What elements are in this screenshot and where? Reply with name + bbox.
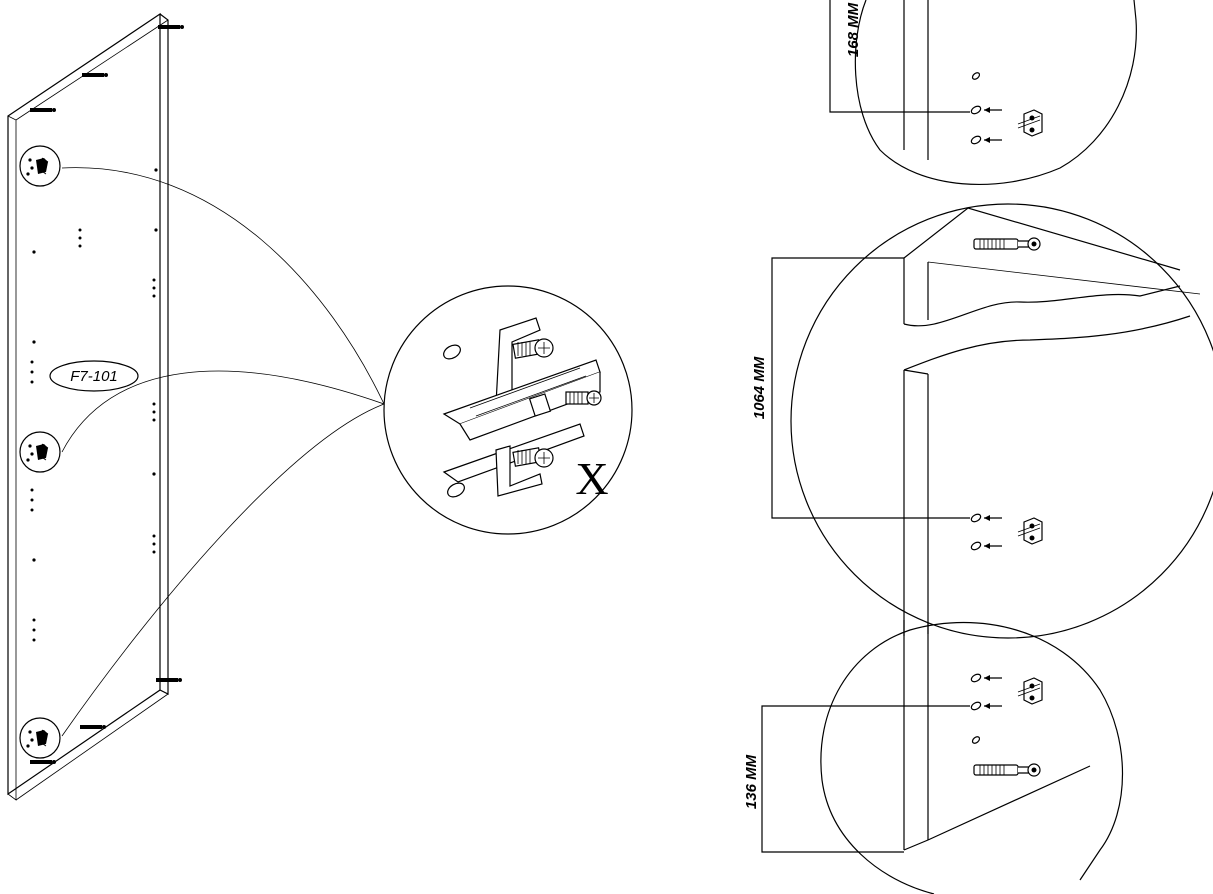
part-code-text: F7-101: [70, 368, 118, 385]
dimension-middle-label: 1064 MM: [751, 356, 768, 419]
panel-holes: [30, 168, 158, 642]
detail-mark-x: X: [575, 453, 608, 504]
dimension-bottom-label: 136 MM: [743, 754, 760, 809]
panel-cam-top: [19, 145, 61, 187]
leader-lines: [61, 167, 385, 737]
panel-cam-bottom: [19, 717, 61, 759]
detail-x-circle: X: [383, 285, 633, 535]
dimension-top-label: 168 MM: [845, 2, 862, 57]
detail-bottom-circle: 136 MM: [743, 620, 1124, 894]
panel-pegs: [30, 25, 184, 764]
side-panel: [7, 12, 169, 801]
part-label-badge: F7-101: [49, 360, 139, 392]
detail-top-circle: 168 MM: [829, 0, 1137, 186]
panel-cam-middle: [19, 431, 61, 473]
detail-middle-circle: 1064 MM: [751, 203, 1213, 639]
